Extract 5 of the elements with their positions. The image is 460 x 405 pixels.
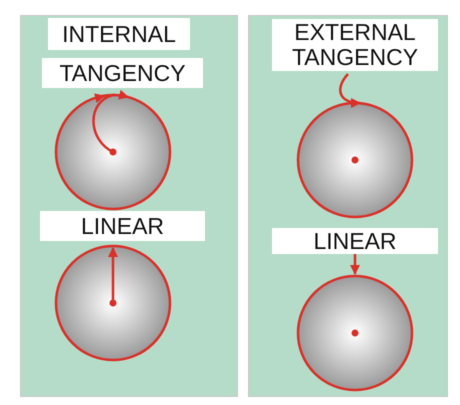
title-label: EXTERNAL TANGENCY [272,19,438,71]
title-label: INTERNAL [48,18,190,50]
title-label: LINEAR [272,228,438,254]
title-label: LINEAR [40,211,205,241]
title-label: TANGENCY [42,58,203,88]
